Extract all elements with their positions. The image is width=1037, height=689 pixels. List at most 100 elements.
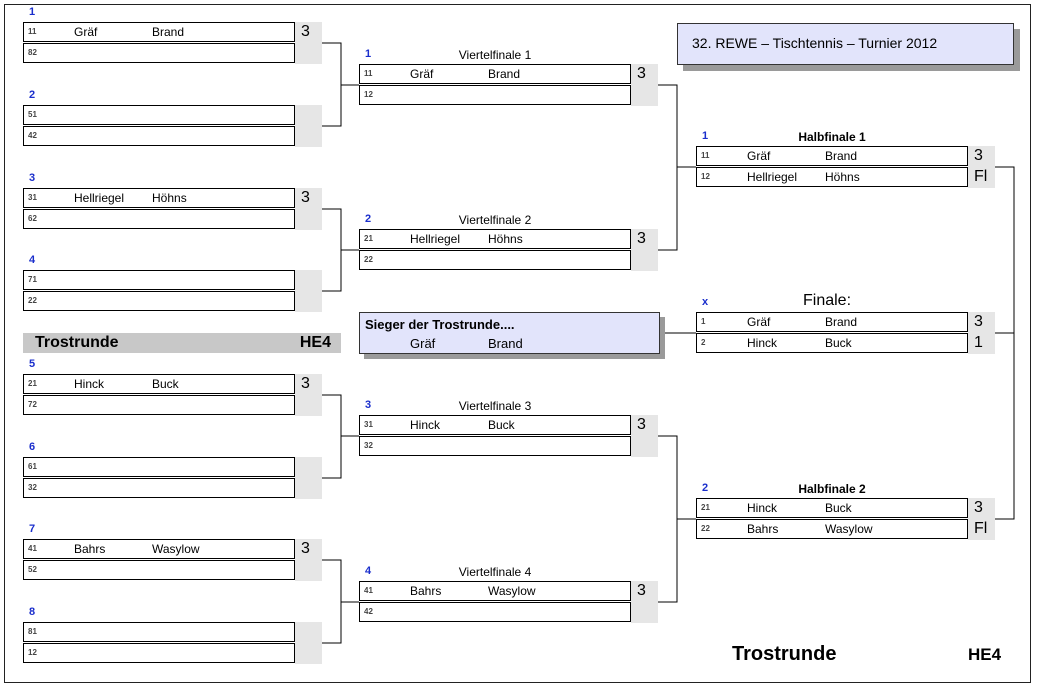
round1-match-6-top-row: 61	[23, 457, 295, 477]
score-top: 3	[637, 416, 646, 433]
connector-qf-3	[631, 435, 678, 603]
quarterfinal-1-number: 1	[365, 48, 372, 60]
seed-number: 21	[701, 503, 710, 512]
seed-number: 61	[28, 462, 37, 471]
tournament-title: 32. REWE – Tischtennis – Turnier 2012	[692, 35, 938, 51]
quarterfinal-3-score: 3	[631, 415, 658, 457]
page-frame	[4, 4, 1031, 683]
semifinal-1-top-row: 11 Gräf Brand	[696, 146, 968, 166]
seed-number: 51	[28, 110, 37, 119]
score-bottom: Fl	[974, 520, 988, 537]
player-name: Gräf	[747, 315, 771, 329]
round1-match-8-number: 8	[29, 606, 36, 618]
semifinal-1-label: Halbfinale 1	[798, 130, 866, 144]
seed-number: 52	[28, 565, 37, 574]
player-name: Bahrs	[747, 522, 779, 536]
seed-number: 82	[28, 48, 37, 57]
quarterfinal-2-label: Viertelfinale 2	[458, 213, 532, 227]
player-name: Brand	[152, 25, 185, 39]
seed-number: 41	[364, 586, 373, 595]
seed-number: 22	[28, 296, 37, 305]
round1-match-4-top-row: 71	[23, 270, 295, 290]
seed-number: 22	[364, 255, 373, 264]
score-bottom: Fl	[974, 168, 988, 185]
footer-title: Trostrunde	[732, 643, 837, 665]
score-top: 3	[637, 230, 646, 247]
round1-match-2-bottom-row: 42	[23, 126, 295, 146]
player-name: Brand	[825, 149, 858, 163]
quarterfinal-2-score: 3	[631, 229, 658, 271]
score-top: 3	[637, 582, 646, 599]
player-name: Gräf	[410, 67, 434, 81]
round1-match-6-bottom-row: 32	[23, 478, 295, 498]
round1-match-6-score	[295, 457, 322, 499]
winner-player-2: Brand	[488, 336, 523, 351]
quarterfinal-3-label: Viertelfinale 3	[458, 399, 532, 413]
player-name: Hinck	[74, 377, 105, 391]
seed-number: 72	[28, 400, 37, 409]
quarterfinal-3-number: 3	[365, 399, 372, 411]
quarterfinal-1-label: Viertelfinale 1	[458, 48, 532, 62]
seed-number: 81	[28, 627, 37, 636]
player-name: Gräf	[74, 25, 98, 39]
final-label: Finale:	[803, 292, 852, 309]
seed-number: 11	[28, 27, 37, 36]
round1-match-4-bottom-row: 22	[23, 291, 295, 311]
round1-match-5-number: 5	[29, 358, 36, 370]
footer-class: HE4	[968, 645, 1002, 664]
player-name: Gräf	[747, 149, 771, 163]
round1-match-3-bottom-row: 62	[23, 209, 295, 229]
consolation-class: HE4	[299, 334, 331, 351]
round1-match-3-score: 3	[295, 188, 322, 230]
player-name: Höhns	[488, 232, 523, 246]
round1-match-5-bottom-row: 72	[23, 395, 295, 415]
round1-match-1-bottom-row: 82	[23, 43, 295, 63]
round1-match-1-number: 1	[29, 6, 36, 18]
player-name: Hellriegel	[74, 191, 125, 205]
round1-match-5-score: 3	[295, 374, 322, 416]
round1-match-2-score	[295, 105, 322, 147]
quarterfinal-4-score: 3	[631, 581, 658, 623]
tournament-title-box: 32. REWE – Tischtennis – Turnier 2012	[677, 23, 1014, 65]
seed-number: 32	[28, 483, 37, 492]
consolation-bar: Trostrunde HE4	[23, 333, 341, 353]
round1-match-7-bottom-row: 52	[23, 560, 295, 580]
round1-match-5-top-row: 21 Hinck Buck	[23, 374, 295, 394]
quarterfinal-1-score: 3	[631, 64, 658, 106]
final-number: x	[702, 296, 709, 308]
player-name: Hinck	[747, 501, 778, 515]
semifinal-2-label: Halbfinale 2	[798, 482, 866, 496]
winner-player-1: Gräf	[410, 336, 436, 351]
seed-number: 21	[28, 379, 37, 388]
score-top: 3	[301, 23, 310, 40]
player-name: Bahrs	[410, 584, 442, 598]
score-top: 3	[974, 499, 983, 516]
quarterfinal-1-bottom-row: 12	[359, 85, 631, 105]
round1-match-2-top-row: 51	[23, 105, 295, 125]
player-name: Höhns	[152, 191, 187, 205]
seed-number: 41	[28, 544, 37, 553]
player-name: Brand	[825, 315, 858, 329]
player-name: Brand	[488, 67, 521, 81]
player-name: Buck	[152, 377, 179, 391]
seed-number: 31	[364, 420, 373, 429]
seed-number: 42	[364, 607, 373, 616]
quarterfinal-4-bottom-row: 42	[359, 602, 631, 622]
score-top: 3	[301, 540, 310, 557]
seed-number: 71	[28, 275, 37, 284]
player-name: Wasylow	[152, 542, 200, 556]
player-name: Wasylow	[488, 584, 536, 598]
round1-match-8-top-row: 81	[23, 622, 295, 642]
quarterfinal-2-number: 2	[365, 213, 372, 225]
score-top: 3	[637, 65, 646, 82]
seed-number: 11	[701, 151, 710, 160]
player-name: Buck	[825, 336, 852, 350]
consolation-label: Trostrunde	[35, 334, 119, 351]
